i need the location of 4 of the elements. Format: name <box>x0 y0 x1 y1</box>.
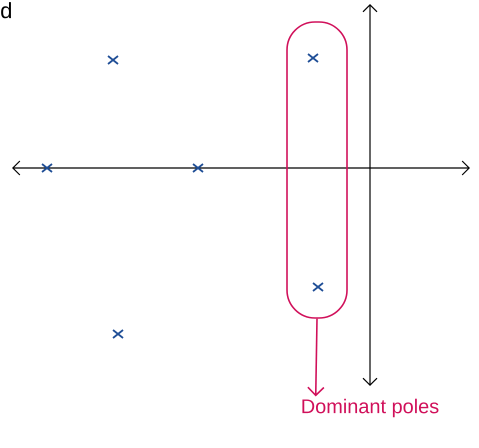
panel-letter: d <box>1 2 11 18</box>
callout-text: Dominant poles <box>302 398 438 418</box>
enclosing-outline <box>286 21 348 319</box>
leader-arrow <box>307 318 324 396</box>
